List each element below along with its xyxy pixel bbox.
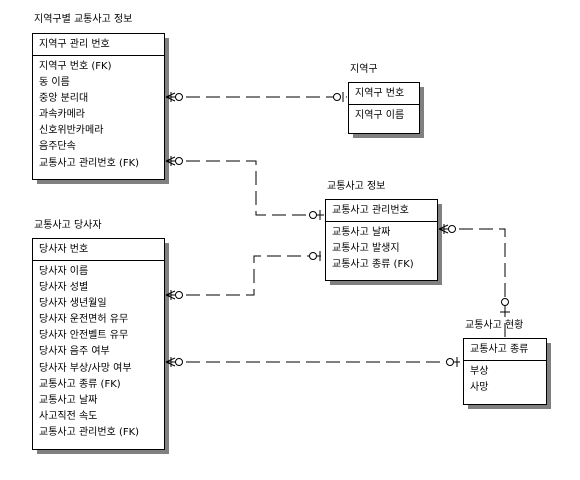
attribute: 교통사고 날짜: [332, 227, 391, 238]
entity-title-accident-info: 교통사고 정보: [327, 181, 386, 192]
relationship-party-accident-info: [165, 251, 324, 300]
attrs-district: 지역구 이름: [349, 105, 419, 127]
pk-accident-status: 교통사고 종류: [464, 339, 546, 361]
attribute: 중앙 분리대: [39, 93, 89, 105]
entity-title-party: 교통사고 당사자: [34, 220, 102, 231]
attribute: 당사자 음주 여부: [39, 346, 110, 358]
attribute: 지역구 이름: [355, 110, 405, 121]
attribute: 당사자 안전벨트 유무: [39, 330, 129, 342]
relationship-region-accident-info: [165, 156, 324, 220]
attribute: 교통사고 종류 (FK): [39, 378, 121, 390]
attribute: 사망: [470, 382, 489, 394]
pk-accident-info: 교통사고 관리번호: [326, 200, 437, 222]
attribute: 당사자 성별: [39, 282, 89, 294]
relationship-party-status: [165, 357, 462, 367]
attribute: 교통사고 관리번호 (FK): [39, 157, 140, 169]
entity-title-accident-status: 교통사고 현황: [465, 320, 524, 331]
attribute: 교통사고 관리번호 (FK): [39, 426, 140, 438]
entity-title-region-accident: 지역구별 교통사고 정보: [34, 14, 133, 25]
attribute: 교통사고 날짜: [39, 394, 98, 406]
attribute: 부상: [470, 366, 489, 377]
attribute: 당사자 부상/사망 여부: [39, 362, 132, 374]
attribute: 교통사고 종류 (FK): [332, 259, 414, 271]
pk-party: 당사자 번호: [33, 239, 164, 261]
attribute: 동 이름: [39, 77, 70, 89]
entity-district[interactable]: 지역구 번호 지역구 이름: [348, 82, 424, 138]
attribute: 신호위반카메라: [39, 125, 104, 137]
attribute: 교통사고 발생지: [332, 243, 400, 255]
optional-circle: [333, 93, 341, 101]
relationship-region-district: [165, 92, 347, 102]
optional-circle: [175, 93, 183, 101]
attribute: 과속카메라: [39, 109, 85, 121]
attribute: 당사자 생년월일: [39, 298, 107, 310]
attribute: 음주단속: [39, 141, 76, 153]
attribute: 사고직전 속도: [39, 410, 98, 422]
pk-region-accident: 지역구 관리 번호: [33, 34, 164, 56]
attribute: 당사자 이름: [39, 266, 89, 277]
pk-district: 지역구 번호: [349, 83, 419, 105]
relationship-accident-info-status: [438, 224, 510, 337]
entity-title-district: 지역구: [350, 64, 378, 75]
attribute: 지역구 번호 (FK): [39, 61, 112, 72]
attribute: 당사자 운전면허 유무: [39, 314, 129, 326]
